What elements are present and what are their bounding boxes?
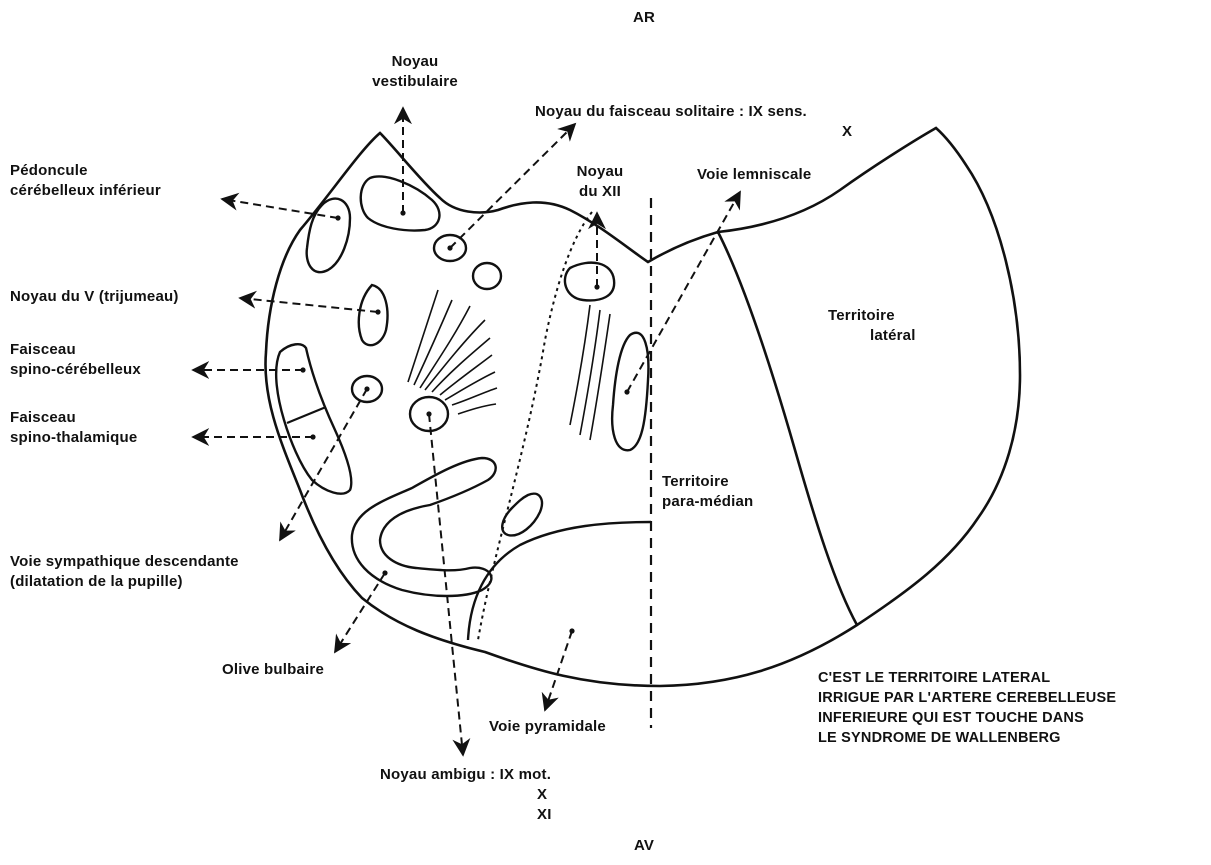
olive-bulbaire-structure xyxy=(352,458,496,596)
wallenberg-caption: C'EST LE TERRITOIRE LATERAL IRRIGUE PAR … xyxy=(818,668,1116,748)
lateral-territory-boundary xyxy=(718,232,857,625)
caption-line: INFERIEURE QUI EST TOUCHE DANS xyxy=(818,708,1116,728)
label-noyau-ambigu-xi: XI xyxy=(537,805,552,825)
label-voie-sympathique: Voie sympathique descendante (dilatation… xyxy=(10,552,239,592)
leader-arrows xyxy=(193,108,740,755)
label-line: Territoire xyxy=(662,472,753,492)
label-line: Voie sympathique descendante xyxy=(10,552,239,572)
label-faisceau-spino-cerebelleux: Faisceau spino-cérébelleux xyxy=(10,340,141,380)
label-line: Noyau du faisceau solitaire : IX sens. xyxy=(535,102,807,122)
label-noyau-vestibulaire: Noyau vestibulaire xyxy=(350,52,480,92)
label-line: Faisceau xyxy=(10,408,137,428)
label-noyau-faisceau-solitaire: Noyau du faisceau solitaire : IX sens. xyxy=(535,102,807,122)
label-noyau-v: Noyau du V (trijumeau) xyxy=(10,287,179,307)
dotted-boundary-line xyxy=(478,212,592,640)
label-line: Pédoncule xyxy=(10,161,161,181)
pyramid-boundary xyxy=(468,522,651,640)
label-voie-lemniscale: Voie lemniscale xyxy=(697,165,811,185)
label-line: spino-cérébelleux xyxy=(10,360,141,380)
label-territoire-lateral: Territoire latéral xyxy=(828,306,916,346)
noyau-xii-structure xyxy=(565,263,614,301)
label-noyau-ambigu-x: X xyxy=(537,785,547,805)
label-faisceau-spino-thalamique: Faisceau spino-thalamique xyxy=(10,408,137,448)
orientation-bottom-label: AV xyxy=(622,836,666,856)
fiber-lines xyxy=(408,290,610,440)
pedoncule-cerebelleux-structure xyxy=(307,199,350,273)
spinal-tracts-divider xyxy=(287,407,326,423)
label-line: Faisceau xyxy=(10,340,141,360)
small-nucleus xyxy=(473,263,501,289)
label-line: Territoire xyxy=(828,306,916,326)
noyau-v-structure xyxy=(359,285,388,345)
label-noyau-ambigu: Noyau ambigu : IX mot. xyxy=(380,765,551,785)
label-line: latéral xyxy=(828,326,916,346)
label-territoire-para-median: Territoire para-médian xyxy=(662,472,753,512)
label-olive-bulbaire: Olive bulbaire xyxy=(222,660,324,680)
label-line: para-médian xyxy=(662,492,753,512)
caption-line: LE SYNDROME DE WALLENBERG xyxy=(818,728,1116,748)
label-line: (dilatation de la pupille) xyxy=(10,572,239,592)
caption-line: C'EST LE TERRITOIRE LATERAL xyxy=(818,668,1116,688)
voie-lemniscale-structure xyxy=(612,333,648,451)
orientation-top-label: AR xyxy=(622,8,666,28)
label-line: Noyau xyxy=(350,52,480,72)
label-line: vestibulaire xyxy=(350,72,480,92)
label-line: cérébelleux inférieur xyxy=(10,181,161,201)
label-line: Noyau xyxy=(560,162,640,182)
medulla-outline xyxy=(265,128,1020,686)
spinal-tracts-structure xyxy=(276,344,351,493)
label-voie-pyramidale: Voie pyramidale xyxy=(489,717,606,737)
label-noyau-faisceau-solitaire-x: X xyxy=(842,122,852,142)
label-line: du XII xyxy=(560,182,640,202)
label-line: spino-thalamique xyxy=(10,428,137,448)
label-pedoncule-cerebelleux: Pédoncule cérébelleux inférieur xyxy=(10,161,161,201)
label-noyau-xii: Noyau du XII xyxy=(560,162,640,202)
caption-line: IRRIGUE PAR L'ARTERE CEREBELLEUSE xyxy=(818,688,1116,708)
small-elongated-nucleus xyxy=(502,494,542,536)
